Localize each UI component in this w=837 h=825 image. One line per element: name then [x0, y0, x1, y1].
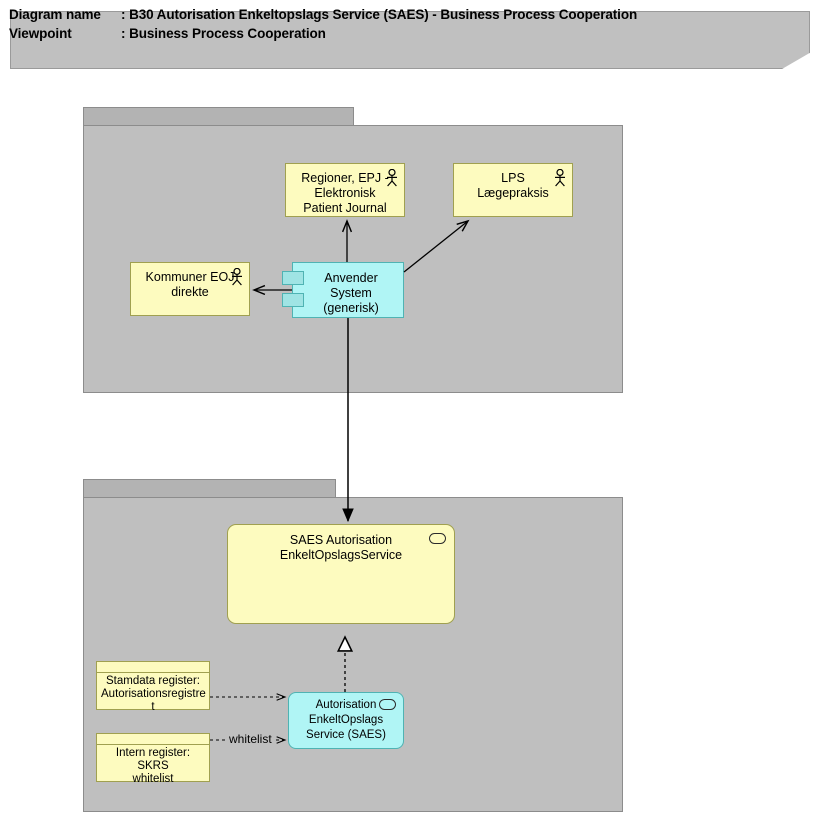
node-regioner-epj-label: Regioner, EPJ - Elektronisk Patient Jour… — [301, 171, 389, 215]
node-stamdata-register[interactable]: Stamdata register: Autorisationsregistre… — [96, 661, 210, 713]
actor-icon — [387, 169, 397, 187]
object-icon — [97, 734, 209, 745]
node-autorisation-enkeltopslags-service-label: Autorisation EnkeltOpslags Service (SAES… — [306, 699, 386, 741]
node-intern-register-skrs[interactable]: Intern register: SKRS whitelist — [96, 733, 210, 785]
node-saes-autorisation-service[interactable]: SAES Autorisation EnkeltOpslagsService — [227, 524, 455, 624]
component-icon — [282, 293, 304, 307]
node-saes-autorisation-service-label: SAES Autorisation EnkeltOpslagsService — [279, 533, 403, 562]
node-intern-register-skrs-label: Intern register: SKRS whitelist — [115, 747, 191, 785]
viewpoint-label: Viewpoint — [9, 26, 72, 41]
diagram-name-separator: : — [121, 7, 126, 22]
diagram-name-value: B30 Autorisation Enkeltopslags Service (… — [129, 7, 638, 22]
node-autorisation-enkeltopslags-service[interactable]: Autorisation EnkeltOpslags Service (SAES… — [288, 692, 404, 749]
node-anvender-system-label: Anvender System (generisk) — [323, 271, 379, 315]
viewpoint-line: Viewpoint: Business Process Cooperation — [9, 26, 326, 41]
viewpoint-value: Business Process Cooperation — [129, 26, 326, 41]
node-stamdata-register-label: Stamdata register: Autorisationsregistre… — [101, 675, 206, 713]
node-anvender-system[interactable]: Anvender System (generisk) — [282, 262, 404, 318]
group-nsp-tab — [83, 479, 336, 498]
node-lps-laegepraksis[interactable]: LPS Lægepraksis — [453, 163, 573, 217]
node-kommuner-eoj[interactable]: Kommuner EOJ direkte — [130, 262, 250, 316]
diagram-name-line: Diagram name: B30 Autorisation Enkeltops… — [9, 7, 637, 22]
edge-whitelist-label: whitelist — [228, 732, 273, 746]
actor-icon — [555, 169, 565, 187]
node-regioner-epj[interactable]: Regioner, EPJ - Elektronisk Patient Jour… — [285, 163, 405, 217]
node-kommuner-eoj-label: Kommuner EOJ direkte — [145, 270, 235, 299]
diagram-name-label: Diagram name — [9, 7, 101, 22]
viewpoint-separator: : — [121, 26, 126, 41]
actor-icon — [232, 268, 242, 286]
service-icon — [379, 699, 396, 710]
group-third-party-tab — [83, 107, 354, 126]
service-icon — [429, 533, 446, 544]
node-lps-laegepraksis-label: LPS Lægepraksis — [477, 171, 549, 200]
group-third-party-users[interactable]: Mulige 3. part anvendere — [83, 107, 623, 393]
diagram-title-plate — [10, 11, 810, 69]
object-icon — [97, 662, 209, 673]
component-icon — [282, 271, 304, 285]
